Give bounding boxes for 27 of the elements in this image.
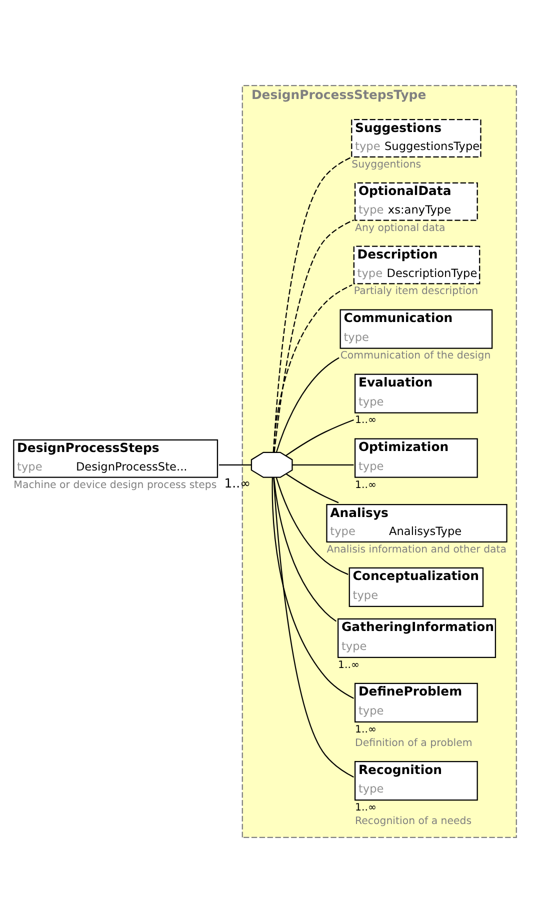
connector (276, 477, 348, 575)
connector (273, 477, 354, 778)
node-octagon (250, 452, 293, 478)
connector (286, 474, 339, 504)
node-label: 1..∞ (355, 480, 377, 491)
node-label: Communication of the design (340, 350, 491, 362)
node-label: 1..∞ (338, 660, 360, 671)
connector (219, 464, 252, 466)
connector (272, 478, 354, 699)
node-label: 1..∞ (355, 724, 377, 736)
node-label: 1..∞ (224, 475, 250, 490)
connector (274, 220, 354, 452)
node-label: Machine or device design process steps (14, 480, 217, 491)
node-label: Definition of a problem (355, 738, 472, 749)
node-label: Recognition of a needs (355, 816, 472, 828)
node-label: Partialy item description (354, 286, 478, 298)
node-label: 1..∞ (355, 415, 377, 426)
connector (285, 419, 354, 456)
connector (292, 464, 354, 466)
connector (273, 157, 350, 452)
connector (272, 284, 352, 452)
node-label: 1..∞ (355, 802, 377, 814)
connector (276, 357, 340, 452)
node-label: Analisis information and other data (326, 544, 507, 556)
node-label: Suyggentions (352, 159, 422, 170)
connector (273, 477, 337, 622)
node-label: Any optional data (355, 222, 446, 234)
